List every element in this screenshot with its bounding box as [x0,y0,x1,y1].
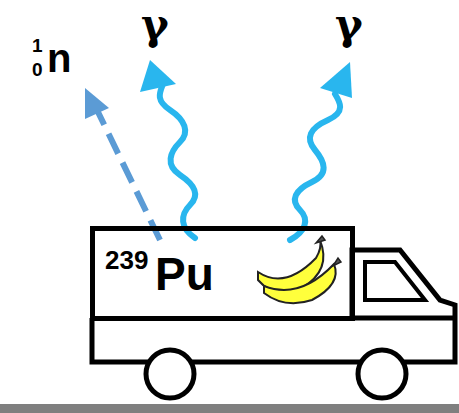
gamma-symbol: γ [335,4,363,46]
element-symbol: Pu [155,251,214,297]
neutron-arrow [98,112,160,240]
gamma-symbol: γ [141,4,169,46]
isotope-mass-number: 239 [105,247,148,273]
cab-window [365,262,425,300]
ground [0,404,459,413]
wheel [358,350,406,398]
gamma-wave [160,84,195,238]
cargo-box: 239 Pu [90,226,355,321]
gamma-arrowhead [320,62,352,98]
banana-stem [316,236,325,243]
banana [264,264,336,303]
neutron-arrowhead [85,88,109,119]
mass-number: 1 [32,36,43,55]
banana-stem [333,258,341,266]
wheel [146,350,194,398]
atomic-number: 0 [32,60,43,79]
neutron-symbol: n [47,38,71,78]
gamma-arrowhead [140,60,176,92]
gamma-wave [290,94,340,240]
